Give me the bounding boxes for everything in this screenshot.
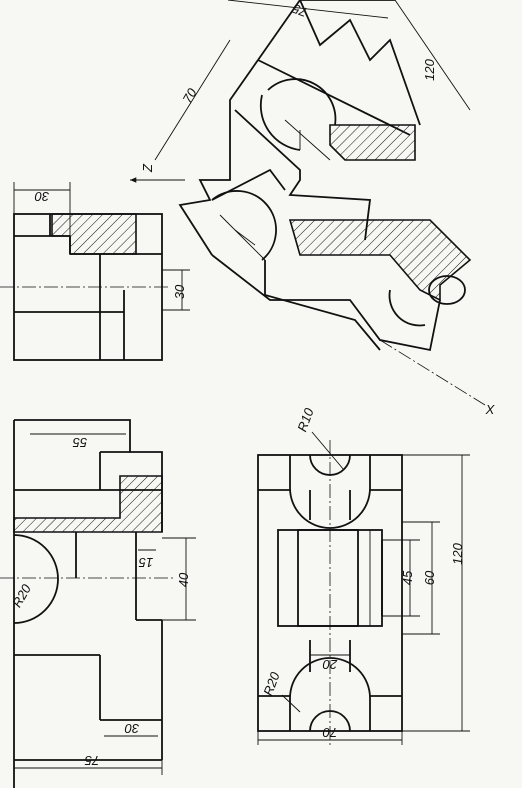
axis-label-x: X (485, 402, 496, 417)
dim-label-75: 75 (84, 753, 99, 768)
axis-label-z: Z (140, 163, 155, 173)
side-view: 30 30 (0, 182, 190, 361)
dim-label-70-plan: 70 (322, 725, 337, 740)
dim-label-30-right: 30 (172, 284, 187, 299)
iso-section-hatch-bottom (288, 219, 472, 302)
dim-label-40: 40 (176, 572, 191, 587)
plan-view-bottom-slot (289, 657, 371, 731)
front-view: R20 55 15 40 30 75 (0, 419, 196, 788)
dim-label-30-top: 30 (34, 189, 49, 204)
dim-label-r20-plan: R20 (260, 669, 283, 697)
dim-label-30-bottom: 30 (124, 721, 139, 736)
dim-label-55: 55 (72, 435, 87, 450)
isometric-view: Z X 70 75 120 (130, 0, 496, 417)
dim-label-70-iso: 70 (179, 85, 200, 106)
side-view-section-hatch (51, 213, 137, 255)
plan-view: R10 R20 20 45 60 120 70 (257, 405, 470, 745)
front-view-arc-r20 (13, 534, 59, 624)
dim-label-75-iso: 75 (290, 1, 309, 20)
dim-label-r20-front: R20 (9, 581, 34, 610)
dim-label-45: 45 (400, 570, 415, 585)
dim-label-120-iso: 120 (422, 58, 437, 80)
dim-label-120-plan: 120 (450, 542, 465, 564)
front-view-section-hatch (13, 475, 163, 533)
dim-label-r10: R10 (294, 405, 317, 433)
iso-axis-x (379, 339, 486, 406)
iso-section-hatch-top (329, 124, 416, 161)
dim-label-20: 20 (322, 657, 338, 672)
dim-label-15: 15 (138, 555, 153, 570)
dim-label-60: 60 (422, 570, 437, 585)
